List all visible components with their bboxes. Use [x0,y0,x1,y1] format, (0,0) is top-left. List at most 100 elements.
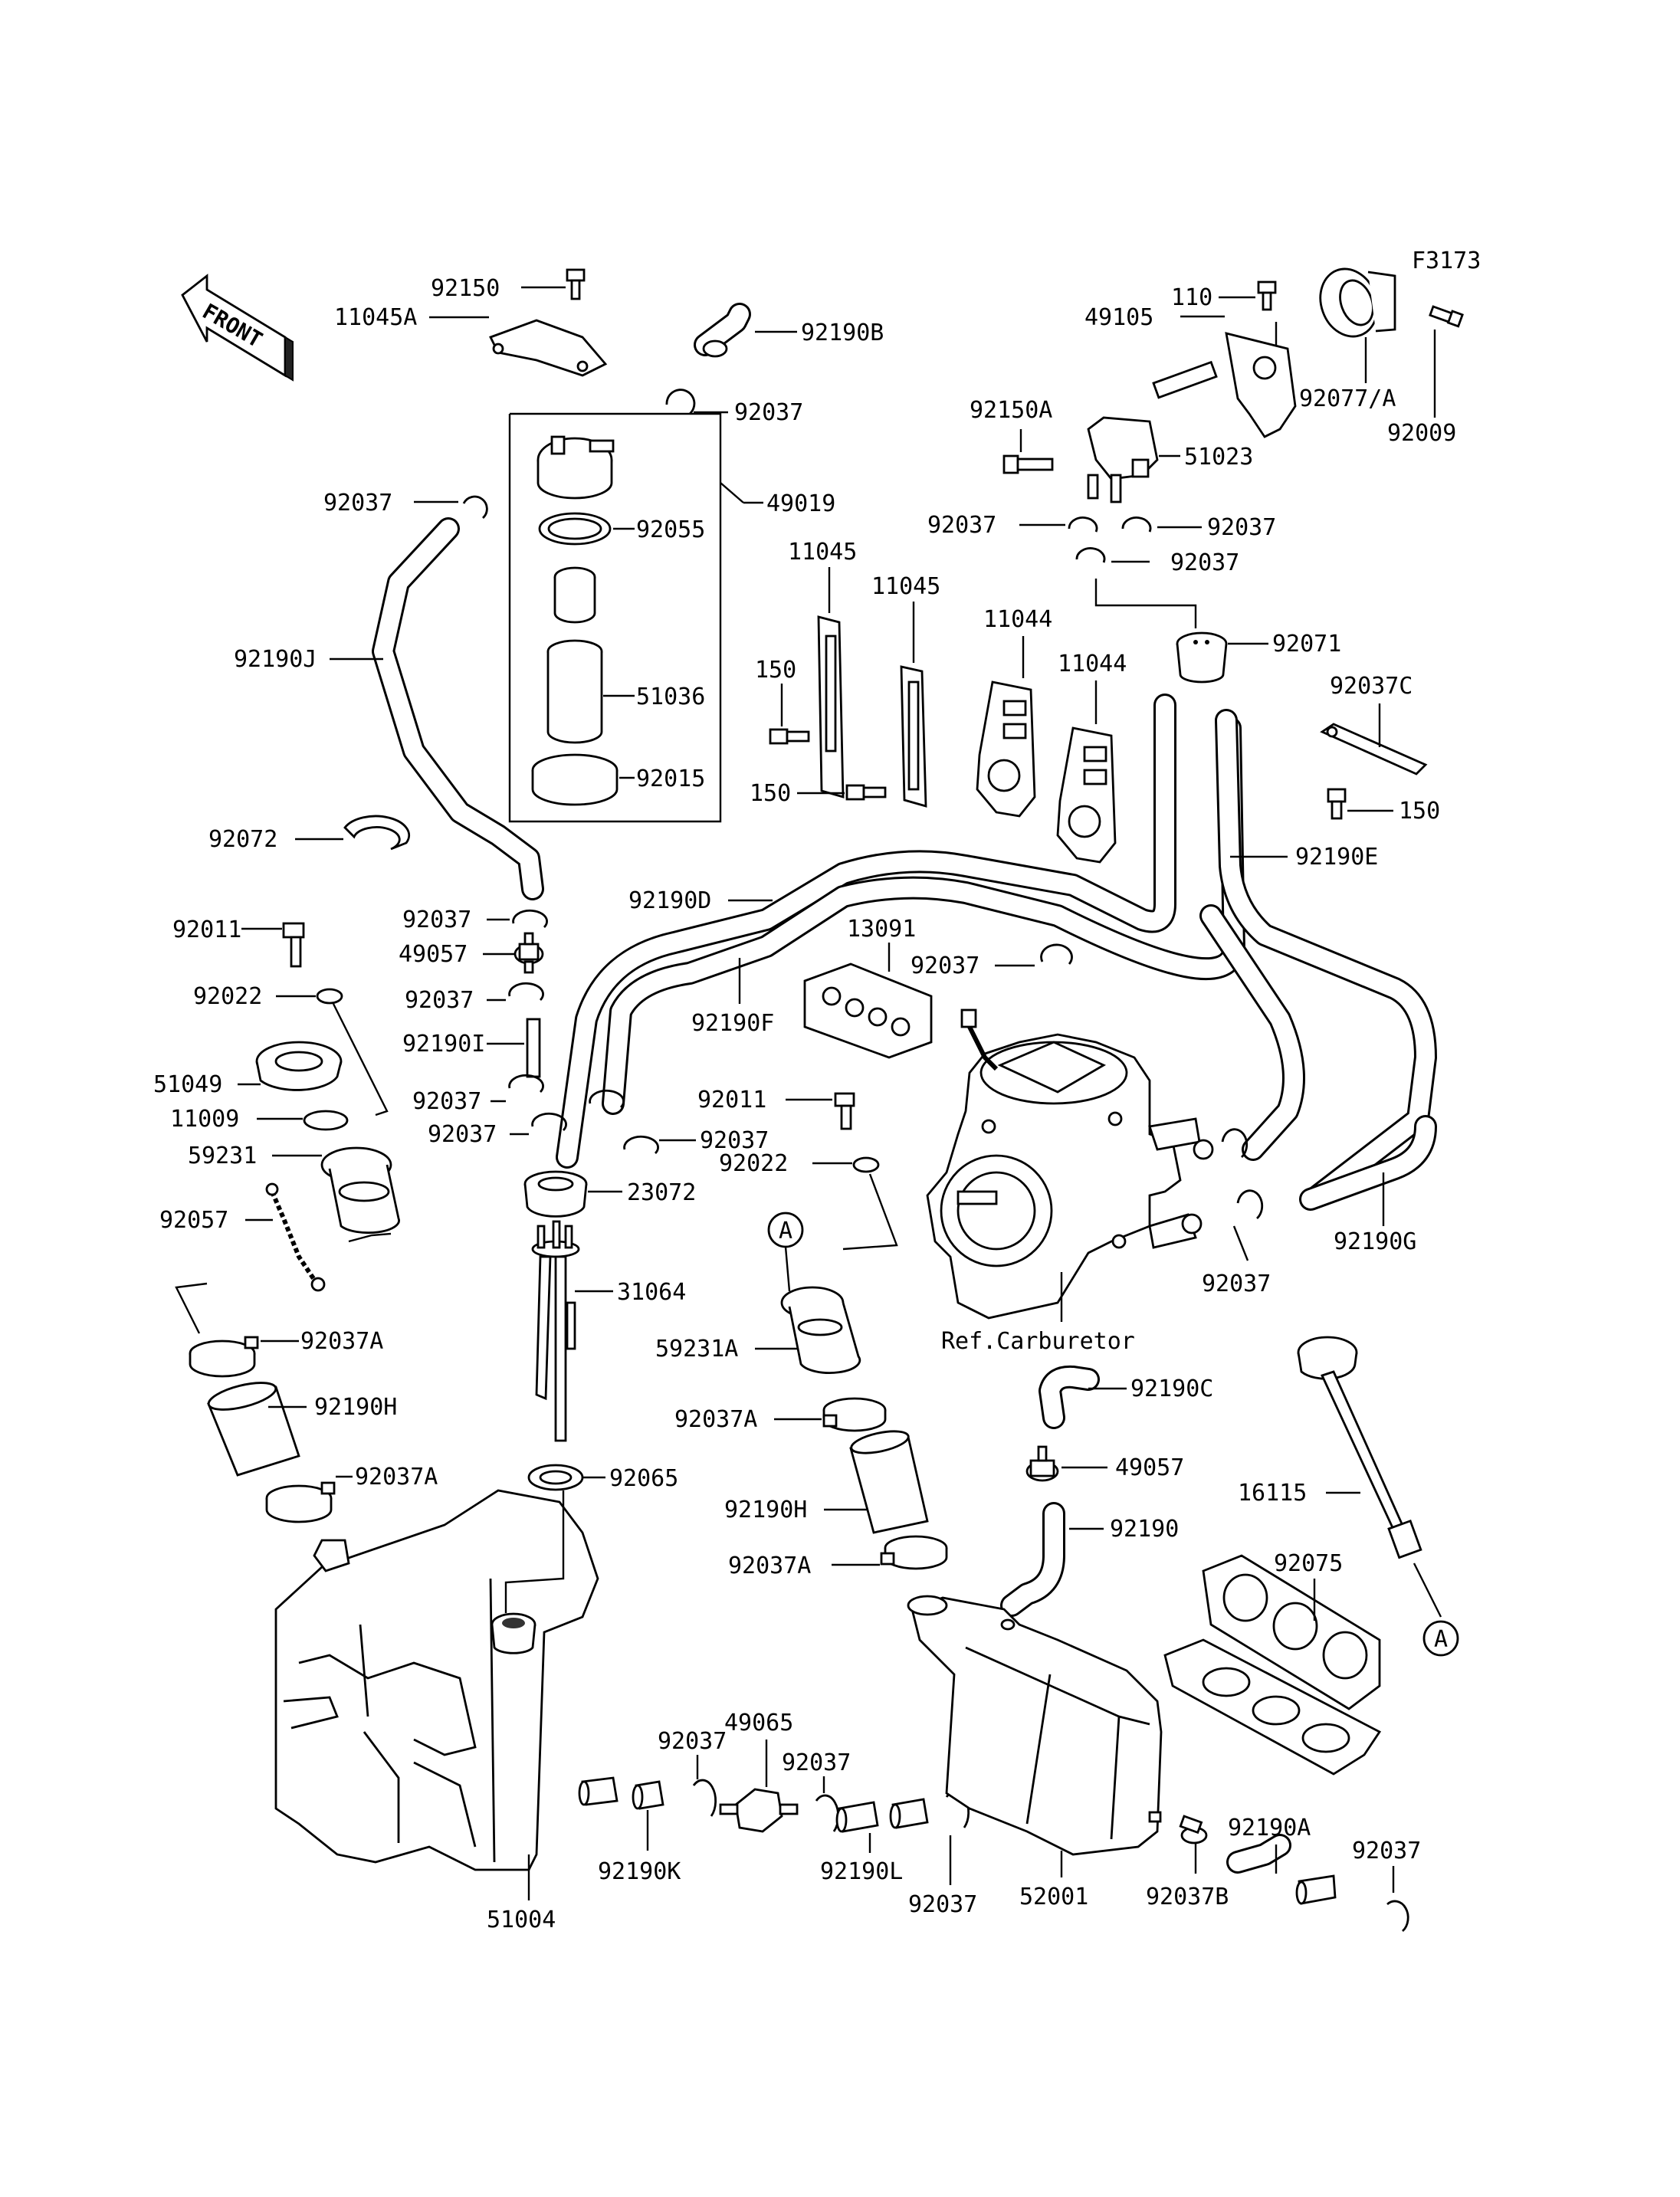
label-92190I: 92190I [402,1031,485,1058]
label-92190J: 92190J [234,646,317,673]
label-51036: 51036 [636,684,705,710]
label-92071: 92071 [1272,631,1341,657]
bracket-11045A-part [489,319,608,377]
label-92015: 92015 [636,766,705,792]
clip-92037-r1-part [1068,516,1098,533]
dipstick-16115-part [1297,1336,1422,1559]
valve-51023-part [1087,360,1218,503]
plug-92071-part [1176,631,1228,684]
clip-92037-b1-part [692,1779,717,1817]
label-92037-c1: 92037 [402,907,471,933]
label-11045A: 11045A [334,304,417,331]
callout-a-left-label: A [779,1218,792,1244]
clip-92037-c6-part [589,1089,625,1109]
o-ring-92055-part [538,512,612,546]
label-150-c: 150 [1399,798,1440,825]
label-92037A-c: 92037A [674,1406,757,1433]
hose-92190D-part [556,694,1176,1169]
clamp-92037A-b-part [265,1481,336,1523]
clip-92037-carb-b-part [1236,1189,1264,1220]
label-49019: 49019 [766,490,835,517]
label-51023: 51023 [1184,444,1253,471]
ring-nut-92015-part [531,753,619,806]
tank-52001-part [907,1595,1163,1856]
holder-11044-b-part [1056,726,1117,864]
label-92037-r2: 92037 [1207,514,1276,541]
hose-92190C-part [1039,1365,1100,1429]
hose-92190B-part [694,303,751,358]
tie-92037C-part [1320,723,1428,776]
bolt-150-b-part [845,784,887,801]
filter-49065-part [719,1788,799,1833]
bracket-49105-part [1225,332,1297,438]
label-23072: 23072 [627,1179,696,1206]
label-110: 110 [1171,284,1212,311]
label-92037-top: 92037 [734,399,803,426]
label-92037-mid: 92037 [911,953,979,979]
label-92190G: 92190G [1334,1228,1416,1255]
filter-bowl-51036-part [546,639,603,744]
label-92037-b4: 92037 [1352,1838,1421,1864]
clip-92037-c5-part [623,1135,659,1155]
bolt-92011-b-part [834,1092,855,1130]
filter-plug-part [553,566,596,624]
gauge-31064-part [531,1220,580,1442]
label-92037-c5: 92037 [700,1127,769,1154]
label-92150: 92150 [431,275,500,302]
hose-92190E-part [1199,709,1437,1207]
label-92077A: 92077/A [1299,385,1396,412]
clip-92037-c2-part [508,982,544,1002]
bolt-92011-a-part [282,922,305,968]
label-92190L: 92190L [820,1858,903,1885]
label-92011-a: 92011 [172,917,241,943]
hose-92190J-part [372,517,544,900]
label-92022-b: 92022 [719,1150,788,1177]
label-92190: 92190 [1110,1516,1179,1543]
label-92037A-d: 92037A [728,1553,811,1579]
clamp-92037A-a-part [189,1336,259,1378]
label-92037A-a: 92037A [300,1328,383,1355]
label-92190C: 92190C [1130,1376,1213,1402]
clip-92037-b4-part [1386,1900,1409,1933]
callout-a-right-label: A [1434,1626,1448,1653]
label-92057: 92057 [159,1207,228,1234]
callout-a-right [1422,1620,1459,1657]
label-92190K: 92190K [598,1858,681,1885]
label-92037-carb: 92037 [1202,1271,1271,1297]
filter-cap-part [536,435,615,500]
clip-92037-c1-part [512,909,548,929]
hose-92190G-part [1299,1115,1437,1211]
label-51049: 51049 [153,1071,222,1098]
ref-carburetor-label: Ref.Carburetor [941,1328,1135,1355]
label-92055: 92055 [636,516,705,543]
tank-51004-part [274,1489,599,1871]
label-16115: 16115 [1238,1480,1307,1507]
valve-49057-a-part [514,932,544,974]
label-92037-c3: 92037 [412,1088,481,1115]
clip-92037-r3-part [1075,547,1106,563]
label-92022-a: 92022 [193,983,262,1010]
filler-neck-59231A-part [780,1286,861,1374]
label-92037-r3: 92037 [1170,549,1239,576]
clamp-92037A-d-part [880,1535,948,1570]
label-92190B: 92190B [801,320,884,346]
label-92190H-a: 92190H [314,1394,397,1421]
label-92009: 92009 [1387,420,1456,447]
bolt-150-a-part [769,728,810,745]
clip-92037-b2-part [815,1794,840,1832]
label-92037C: 92037C [1330,673,1413,700]
filler-neck-59231-part [320,1146,400,1235]
strap-11045-a-part [817,615,845,798]
label-52001: 52001 [1019,1884,1088,1910]
label-92190E: 92190E [1295,844,1378,871]
label-11044-b: 11044 [1058,651,1127,677]
gasket-11009-part [303,1110,349,1131]
strap-92057-part [265,1182,326,1292]
nut-23072-part [523,1170,588,1218]
label-11045-b: 11045 [871,573,940,600]
label-92037-c4: 92037 [428,1121,497,1148]
clip-92037-left-part [462,495,488,520]
label-150-b: 150 [750,780,791,807]
washer-92022-b-part [852,1156,880,1173]
